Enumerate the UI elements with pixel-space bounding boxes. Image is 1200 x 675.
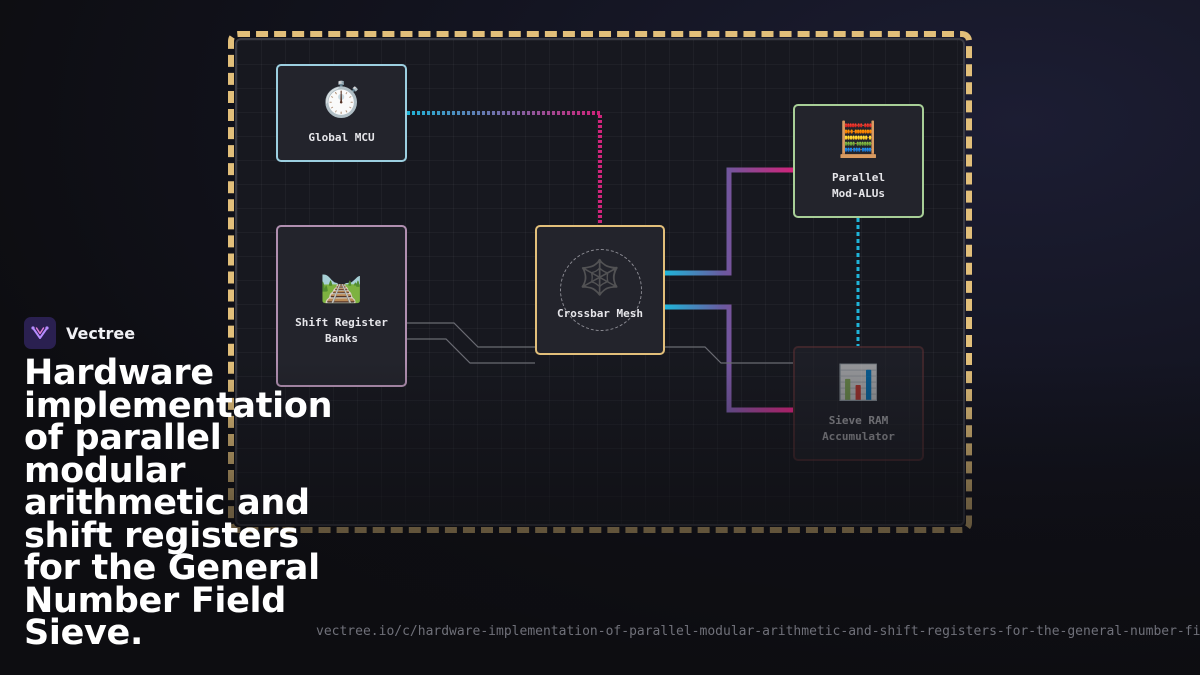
wire-crossbar-to-sieve [665, 304, 793, 413]
vectree-logo-icon [24, 317, 56, 349]
page-url[interactable]: vectree.io/c/hardware-implementation-of-… [316, 624, 1200, 639]
wire-mcu-to-crossbar [407, 111, 602, 225]
brand[interactable]: Vectree [24, 317, 135, 349]
node-label: Crossbar Mesh [556, 307, 644, 320]
node-label: Parallel Mod-ALUs [832, 171, 885, 200]
wire-shift-to-crossbar-bottom [407, 338, 535, 364]
wire-shift-to-crossbar-top [407, 322, 535, 348]
node-label: Global MCU [308, 131, 375, 144]
node-parallel-mod-alus[interactable]: 🧮 Parallel Mod-ALUs [793, 104, 924, 218]
brand-name: Vectree [66, 323, 136, 343]
node-sieve-ram-accumulator[interactable]: 📊 Sieve RAM Accumulator [793, 346, 924, 461]
node-global-mcu[interactable]: ⏱️ Global MCU [276, 64, 407, 162]
railway-track-icon: 🛤️ [320, 265, 363, 305]
bar-chart-icon: 📊 [837, 362, 880, 403]
dashed-ring-decoration [560, 249, 642, 331]
node-crossbar-mesh[interactable]: 🕸️ Crossbar Mesh [535, 225, 665, 355]
page-title: Hardware implementation of parallel modu… [24, 353, 333, 653]
node-label: Shift Register Banks [295, 316, 388, 345]
abacus-icon: 🧮 [837, 120, 880, 160]
stopwatch-icon: ⏱️ [320, 80, 363, 120]
wire-crossbar-to-alu [665, 167, 793, 276]
spider-web-icon: 🕸️ [578, 258, 622, 298]
node-label: Sieve RAM Accumulator [822, 413, 895, 443]
